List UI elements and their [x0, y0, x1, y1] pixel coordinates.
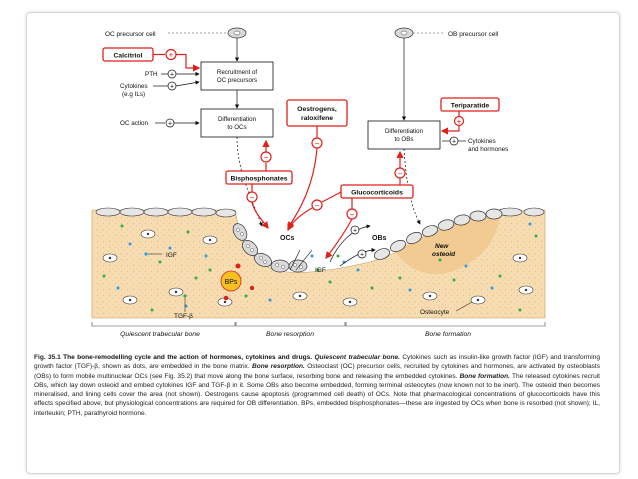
osteoclasts [232, 223, 308, 273]
bisphosphonates-label: Bisphosphonates [230, 176, 287, 183]
calcitriol-label: Calcitriol [113, 53, 142, 60]
caption-text-formation: The released cytokines recruit OBs, whic… [34, 372, 600, 417]
cytokine-dots-green [102, 224, 538, 312]
caption-heading-formation: Bone formation. [459, 372, 510, 380]
svg-text:+: + [170, 72, 174, 79]
ob-precursor-cell [394, 27, 414, 39]
bps-badge: BPs [220, 270, 242, 292]
caption-fig-number: Fig. 35.1 [34, 354, 61, 361]
recruitment-text-1: Recruitment of [217, 69, 258, 76]
svg-text:+: + [168, 121, 172, 128]
diff-obs-text-2: to OBs [395, 136, 414, 143]
teriparatide-label: Teriparatide [451, 103, 490, 110]
lining-cells [95, 207, 545, 218]
svg-text:+: + [170, 84, 174, 91]
svg-text:−: − [315, 201, 320, 210]
new-osteoid-label-1: New [435, 243, 449, 250]
igf-left-label: IGF [166, 252, 177, 259]
recruitment-box [200, 61, 274, 91]
caption-text-resorption: Osteoclast (OC) precursor cells, recruit… [34, 363, 600, 380]
caption-heading-quiescent: Quiescent trabecular bone. [314, 354, 400, 361]
oc-precursor-cell [227, 27, 247, 39]
svg-text:−: − [250, 193, 255, 202]
svg-text:+: + [353, 228, 357, 235]
bps-red-dots [223, 263, 255, 301]
resorption-label: Bone resorption [266, 331, 314, 338]
svg-text:−: − [350, 210, 355, 219]
diff-obs-box [367, 120, 441, 150]
ocs-label: OCs [280, 235, 295, 242]
igf-mid-label: IGF [315, 267, 326, 274]
caption-heading-resorption: Bone resorption. [251, 363, 305, 371]
svg-text:+: + [457, 117, 462, 126]
svg-text:+: + [360, 252, 364, 259]
svg-text:+: + [169, 51, 174, 60]
svg-text:−: − [264, 153, 269, 162]
bisphosphonates-box [225, 170, 293, 185]
cytokine-dots-blue [116, 222, 532, 308]
release-plus-bottom-icon [357, 249, 367, 259]
oestrogens-label-2: raloxifene [301, 115, 333, 122]
oestrogens-label-1: Oestrogens, [297, 106, 337, 113]
svg-text:−: − [398, 169, 403, 178]
recruitment-text-2: OC precursors [217, 77, 257, 84]
eg-ils-label: (e.g ILs) [122, 91, 145, 98]
new-osteoid-region [395, 214, 500, 274]
oc-action-label: OC action [120, 120, 148, 127]
cytokines-ils-label: Cytokines [120, 83, 148, 90]
svg-text:+: + [452, 139, 456, 146]
glucocorticoids-minus-left-icon [311, 199, 323, 211]
formation-label: Bone formation [425, 331, 471, 338]
ob-cytokines-label-1: Cytokines [468, 138, 496, 145]
quiescent-label: Quiescent trabecular bone [120, 331, 200, 338]
diff-ocs-box [200, 108, 274, 138]
bps-label: BPs [225, 279, 238, 286]
figure-caption: Fig. 35.1 The bone-remodelling cycle and… [34, 353, 600, 418]
teriparatide-box [440, 97, 500, 112]
glucocorticoids-label: Glucocorticoids [351, 190, 403, 197]
oestrogens-box [286, 99, 348, 127]
osteoblasts [373, 208, 503, 260]
osteocyte-marker: Osteocyte [420, 301, 473, 316]
caption-text-quiescent: Cytokines such as insulin-like growth fa… [34, 354, 600, 371]
oc-precursor-label: OC precursor cell [105, 31, 156, 38]
diff-obs-text-1: Differentiation [385, 128, 424, 135]
glucocorticoids-box [340, 184, 414, 199]
ob-precursor-label: OB precursor cell [448, 31, 499, 38]
diff-ocs-text-1: Differentiation [218, 116, 257, 123]
tgf-label: TGF-β [174, 313, 193, 320]
release-plus-top-icon [350, 225, 360, 235]
new-osteoid-label-2: osteoid [432, 251, 456, 258]
svg-text:−: − [315, 139, 320, 148]
osteocyte-label: Osteocyte [420, 309, 450, 316]
igf-left-marker: IGF [144, 252, 177, 259]
ob-cytokines-label-2: and hormones [468, 146, 508, 153]
pth-label: PTH [145, 71, 158, 78]
caption-title: The bone-remodelling cycle and the actio… [63, 354, 313, 361]
tgf-marker: TGF-β [174, 294, 193, 320]
diff-ocs-text-2: to OCs [227, 124, 246, 131]
obs-label: OBs [372, 235, 387, 242]
